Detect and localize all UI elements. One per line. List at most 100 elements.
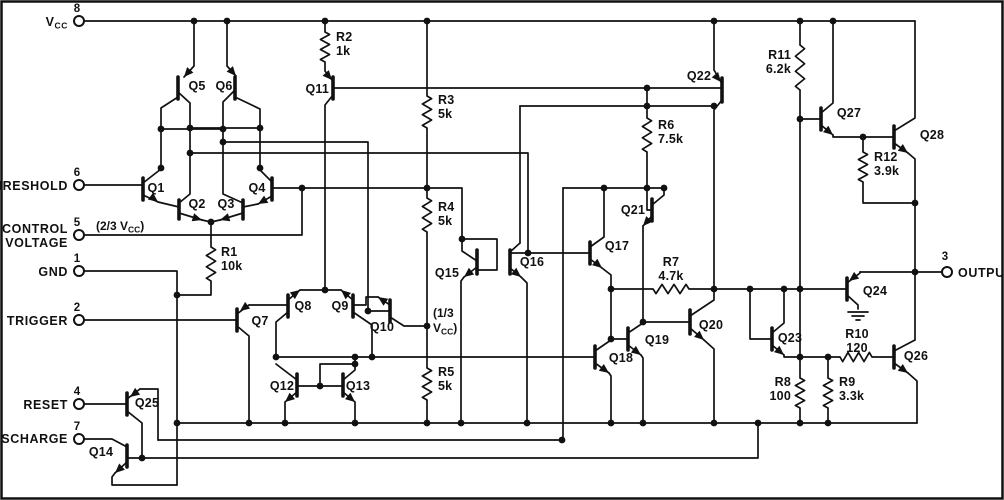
label-Q8: Q8 [294,299,311,313]
junction-dot [207,218,215,226]
junction-dot [710,285,718,293]
emitter-arrow-Q7 [240,301,251,311]
wire [160,96,179,169]
junction-dot [368,353,376,361]
pin-label-trigger: TRIGGER [7,314,68,328]
value-R1: 10k [221,259,242,273]
emitter-arrow-Q12 [285,392,295,402]
label-R4: R4 [438,200,454,214]
value-R6: 7.5k [658,132,683,146]
wire [83,270,178,486]
label-Q12: Q12 [270,379,294,393]
junction-dot [281,419,289,427]
emitter-arrow-Q14 [115,463,125,473]
pin-label-threshold: THRESHOLD [0,179,68,193]
trigger-ref-label: (1/3 [433,306,454,320]
junction-dot [219,125,227,133]
wire [749,288,773,340]
emitter-arrow-Q10 [378,297,389,306]
resistor-R6-zigzag [641,117,653,153]
emitter-arrow-Q27 [823,125,833,135]
junction-dot [423,419,431,427]
junction-dot [351,419,359,427]
wire [275,311,289,358]
emitter-arrow-Q16 [511,267,521,277]
junction-dot [643,184,651,192]
value-R11: 6.2k [766,62,791,76]
junction-dot [780,285,788,293]
junction-dot [824,419,832,427]
wire [771,288,785,334]
wire [242,203,259,208]
junction-dot [457,419,465,427]
control-voltage-ref-label: (2/3 VCC) [96,219,144,235]
junction-dot [558,436,566,444]
pin-number-gnd: 1 [74,253,81,265]
junction-dot [321,286,329,294]
junction-dot [364,307,372,315]
label-Q22: Q22 [687,69,711,83]
wire [352,311,373,358]
wire [907,372,918,424]
pin-terminal-output [941,266,953,278]
wire [234,96,261,169]
wire [352,296,379,306]
emitter-arrow-Q5 [184,67,194,77]
junction-dot [423,322,431,330]
emitter-arrow-Q26 [897,364,908,373]
wire [83,438,128,448]
junction-dot [298,184,306,192]
junction-dot [351,360,359,368]
label-Q28: Q28 [920,128,944,142]
wire [862,181,916,204]
wire [893,339,916,352]
pin-number-reset: 4 [74,386,81,398]
wire [189,152,529,254]
wire [142,168,162,184]
wire [319,363,356,387]
wire [111,472,178,486]
junction-dot [746,285,754,293]
label-R2: R2 [336,30,352,44]
label-Q7: Q7 [251,314,268,328]
wire [907,152,916,341]
pin-number-trigger: 2 [74,302,80,314]
junction-dot [256,164,264,172]
pin-number-output: 3 [942,251,948,263]
pin-terminal-threshold [73,179,85,191]
junction-dot [607,419,615,427]
junction-dot [829,17,837,25]
resistor-R5-zigzag [421,367,433,401]
junction-dot [186,149,194,157]
junction-dot [219,138,227,146]
emitter-arrow-Q3 [220,213,231,222]
wire [389,316,428,327]
emitter-arrow-Q20 [694,330,704,340]
wire [627,322,644,334]
wire [640,354,644,424]
trigger-ref-label: VCC) [433,321,457,337]
wire [461,238,498,271]
wire [461,238,478,262]
junction-dot [173,291,181,299]
label-R1: R1 [221,245,237,259]
junction-dot [796,353,804,361]
junction-dot [859,133,867,141]
label-Q1: Q1 [147,181,164,195]
wire [83,187,303,236]
label-R8: R8 [775,375,791,389]
label-Q9: Q9 [331,299,348,313]
label-Q13: Q13 [346,379,370,393]
label-Q17: Q17 [605,239,629,253]
junction-dot [643,102,651,110]
wire [893,20,916,132]
junction-dot [138,454,146,462]
emitter-arrow-Q2 [191,213,202,222]
junction-dot [911,268,919,276]
junction-dot [710,17,718,25]
junction-dot [639,318,647,326]
wire [589,187,605,248]
value-R5: 5k [438,379,452,393]
junction-dot [245,419,253,427]
